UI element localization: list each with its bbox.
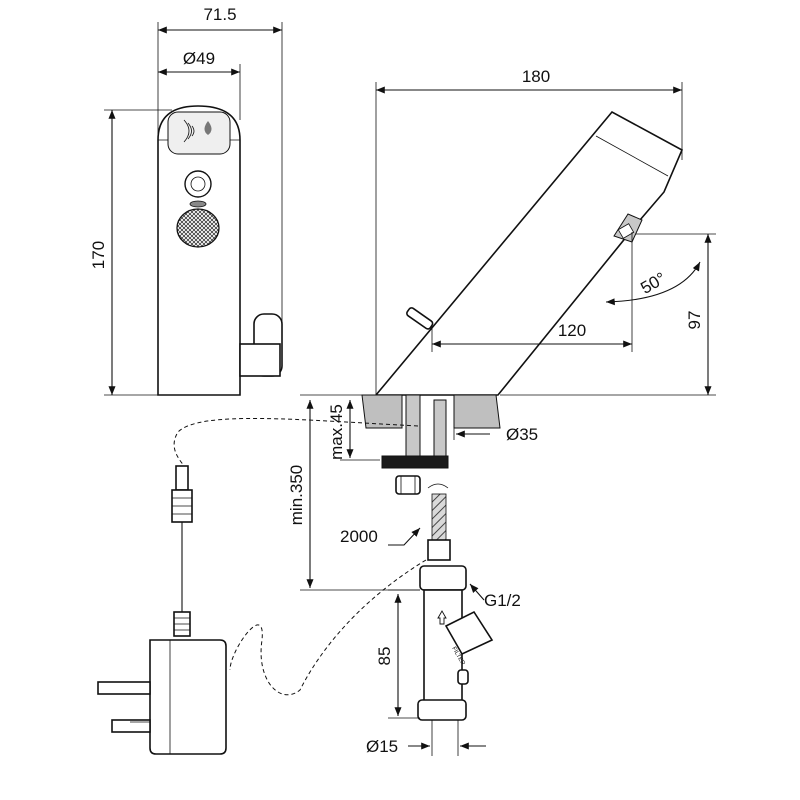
sensor-waves-icon — [183, 119, 195, 143]
dim-spout-length: 180 — [522, 67, 550, 86]
dim-valve-length: 85 — [375, 647, 394, 666]
dim-pipe-diameter: Ø15 — [366, 737, 398, 756]
installation-view: max.45 min.350 Ø35 2000 FILTER G1 — [287, 394, 538, 756]
dim-max-deck: max.45 — [327, 404, 346, 460]
dim-cable-length: 2000 — [340, 527, 378, 546]
spout-body — [374, 110, 684, 396]
dim-thread: G1/2 — [484, 591, 521, 610]
flow-arrow-icon — [437, 610, 447, 625]
dim-width-total: 71.5 — [203, 5, 236, 24]
dim-spout-height: 97 — [685, 311, 704, 330]
deck-section — [361, 394, 403, 429]
plug-pin — [97, 681, 151, 695]
side-view: 180 97 50° 120 — [374, 67, 716, 396]
power-adapter — [149, 639, 227, 755]
dim-hole-diameter: Ø35 — [506, 425, 538, 444]
valve-nut — [419, 565, 467, 591]
power-supply — [97, 417, 427, 755]
dim-diameter-body: Ø49 — [183, 49, 215, 68]
fixing-plate — [381, 455, 449, 469]
water-drop-icon — [204, 121, 212, 135]
dim-spout-angle: 50° — [637, 269, 669, 298]
dim-height-body: 170 — [89, 241, 108, 269]
dim-min-hose: min.350 — [287, 465, 306, 525]
aerator-mesh — [176, 208, 220, 248]
dim-spout-reach: 120 — [558, 321, 586, 340]
front-view: 71.5 Ø49 170 — [89, 5, 283, 396]
sensor-cable — [173, 417, 419, 467]
faucet-body-front — [157, 105, 241, 396]
